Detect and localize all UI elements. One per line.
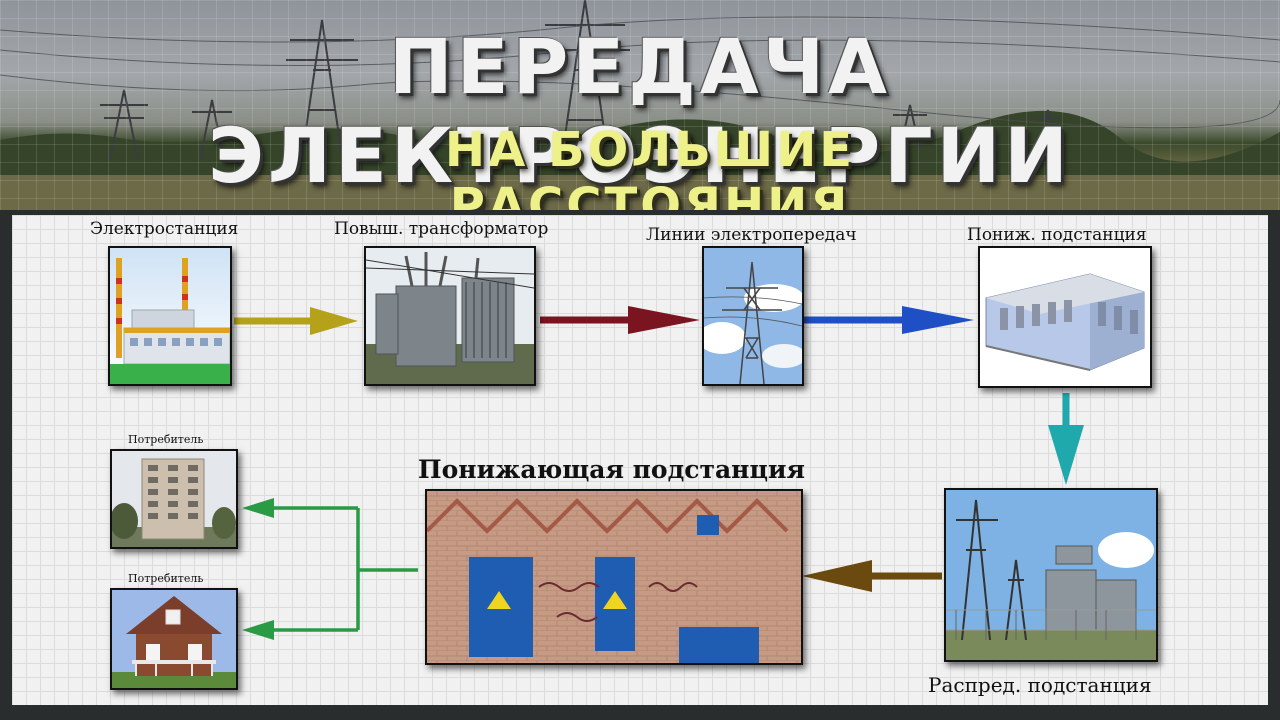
house-icon	[112, 590, 236, 688]
distribution-substation-image	[944, 488, 1158, 662]
label-consumer-2: Потребитель	[128, 572, 203, 585]
arrow-substation-to-distribution	[1048, 393, 1084, 485]
lowering-substation-image	[425, 489, 803, 665]
apartment-building-icon	[112, 451, 236, 547]
label-step-down-substation: Пониж. подстанция	[967, 225, 1147, 245]
pylon-icon	[704, 248, 802, 384]
power-plant-image	[108, 246, 232, 386]
factory-icon	[110, 248, 230, 384]
arrow-lowering-to-consumers	[272, 508, 418, 630]
consumer-1-image	[110, 449, 238, 549]
label-lowering-substation: Понижающая подстанция	[418, 455, 805, 484]
step-down-substation-image	[978, 246, 1152, 388]
label-distribution-substation: Распред. подстанция	[928, 673, 1152, 697]
arrow-plant-to-transformer	[234, 307, 358, 335]
building-icon	[980, 248, 1150, 386]
arrow-distribution-to-lowering	[802, 560, 942, 592]
step-up-transformer-image	[364, 246, 536, 386]
arrow-head-consumer-2	[242, 620, 274, 640]
label-power-lines: Линии электропередач	[646, 225, 857, 245]
arrow-head-consumer-1	[242, 498, 274, 518]
header-banner: ПЕРЕДАЧА ЭЛЕКТРОЭНЕРГИИ НА БОЛЬШИЕ РАССТ…	[0, 0, 1280, 210]
transformer-icon	[366, 248, 534, 384]
diagram-panel: Электростанция Повыш. трансформатор	[12, 215, 1268, 705]
label-step-up-transformer: Повыш. трансформатор	[334, 219, 548, 239]
arrow-transformer-to-lines	[540, 306, 700, 334]
label-power-plant: Электростанция	[90, 219, 238, 239]
brick-building-icon	[427, 491, 801, 663]
page-subtitle: НА БОЛЬШИЕ РАССТОЯНИЯ	[280, 122, 1020, 210]
arrow-lines-to-substation	[804, 306, 974, 334]
substation-icon	[946, 490, 1156, 660]
label-consumer-1: Потребитель	[128, 433, 203, 446]
power-lines-image	[702, 246, 804, 386]
consumer-2-image	[110, 588, 238, 690]
